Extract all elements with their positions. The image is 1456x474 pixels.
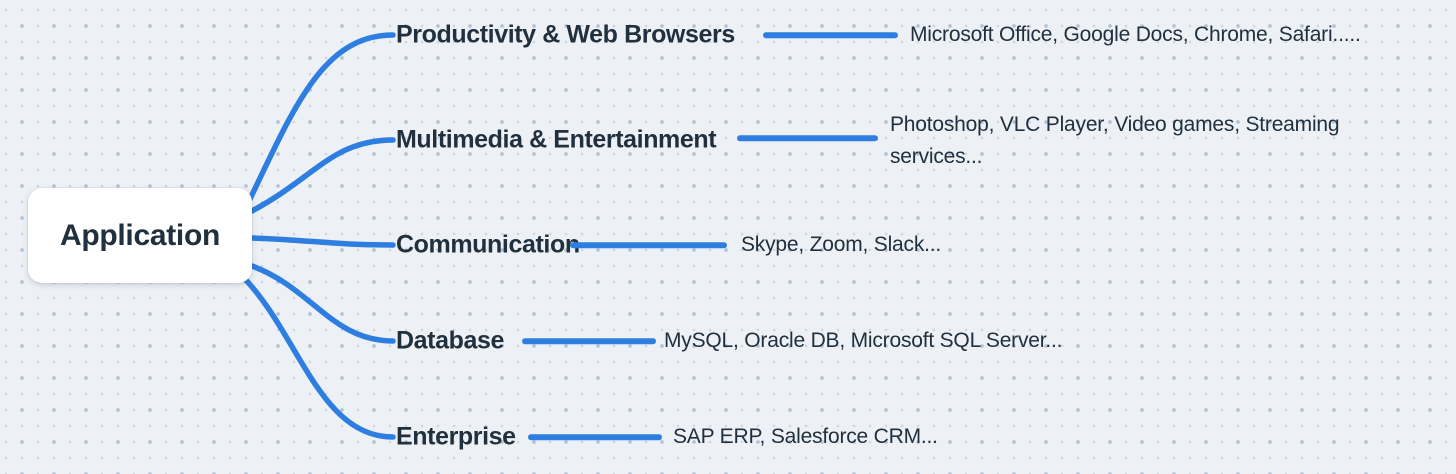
leaf-text-communication[interactable]: Skype, Zoom, Slack...	[741, 233, 942, 256]
leaf-text-multimedia[interactable]: Photoshop, VLC Player, Video games, Stre…	[890, 113, 1340, 168]
connector-line-productivity	[763, 32, 898, 38]
connector-line-multimedia	[737, 135, 878, 141]
leaf-text-productivity[interactable]: Microsoft Office, Google Docs, Chrome, S…	[910, 23, 1361, 46]
connector-line-enterprise	[528, 434, 662, 440]
connector-line-communication	[570, 242, 727, 248]
curve-database	[249, 263, 396, 344]
branch-label-communication[interactable]: Communication	[396, 230, 580, 259]
leaf-text-enterprise[interactable]: SAP ERP, Salesforce CRM...	[673, 425, 938, 448]
root-node-application[interactable]: Application	[28, 188, 252, 283]
curve-communication	[249, 235, 396, 248]
root-node-label: Application	[59, 218, 221, 252]
connector-line-database	[522, 338, 656, 344]
branch-label-enterprise[interactable]: Enterprise	[396, 422, 516, 451]
curve-multimedia	[247, 137, 396, 215]
branch-label-multimedia[interactable]: Multimedia & Entertainment	[396, 125, 717, 154]
curve-enterprise	[237, 271, 396, 440]
branch-label-database[interactable]: Database	[396, 326, 504, 355]
curve-productivity	[235, 32, 396, 227]
branch-label-productivity[interactable]: Productivity & Web Browsers	[396, 20, 735, 49]
leaf-text-database[interactable]: MySQL, Oracle DB, Microsoft SQL Server..…	[664, 329, 1063, 352]
